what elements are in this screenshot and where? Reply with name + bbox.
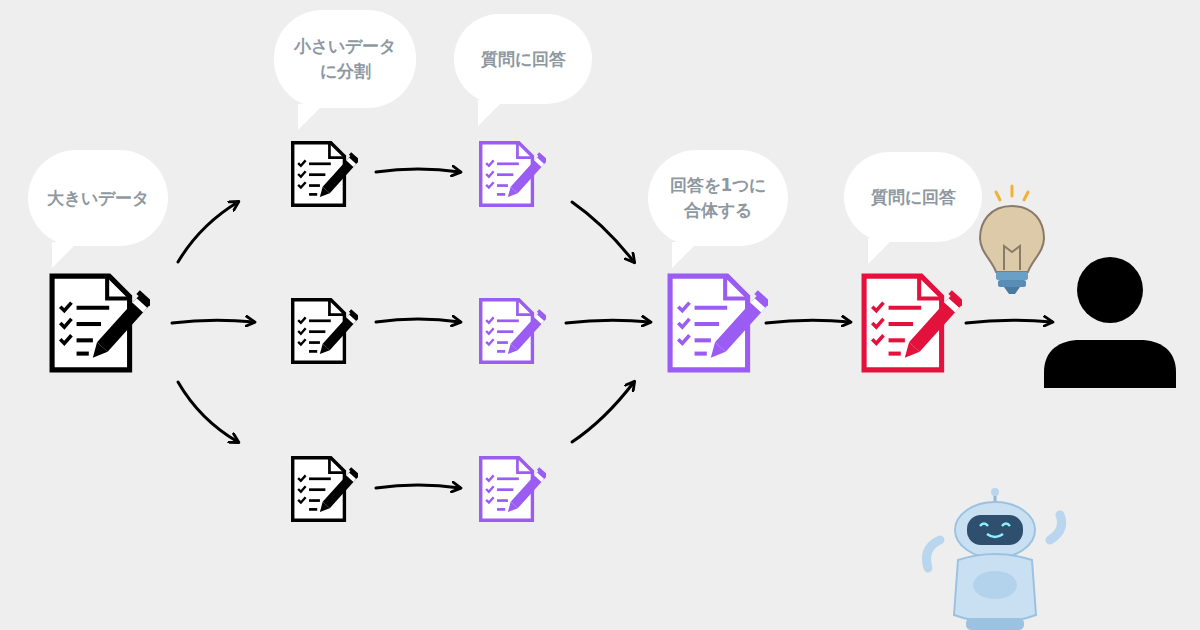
document-icon [481, 143, 550, 206]
speech-bubble: 小さいデータ に分割 [274, 10, 416, 108]
bubble-text: 質問に回答 [871, 185, 956, 210]
bubble-text: 回答を1つに 合体する [664, 173, 772, 222]
document-icon [481, 458, 550, 521]
bubble-text: 大きいデータ [47, 186, 149, 211]
speech-bubble: 質問に回答 [454, 14, 592, 104]
speech-bubble: 回答を1つに 合体する [648, 150, 788, 246]
lightbulb [980, 186, 1044, 294]
bubble-text: 小さいデータ に分割 [290, 34, 400, 83]
document-icon [52, 276, 155, 370]
document-icon [864, 276, 967, 370]
robot-mascot [927, 488, 1062, 630]
document-icon [293, 143, 362, 206]
document-icon [481, 300, 550, 363]
speech-bubble: 大きいデータ [28, 150, 168, 246]
document-icon [293, 300, 362, 363]
bubble-text: 質問に回答 [481, 47, 566, 72]
document-icon [293, 458, 362, 521]
person-icon [1044, 257, 1176, 388]
speech-bubble: 質問に回答 [844, 152, 982, 242]
document-icon [670, 276, 773, 370]
